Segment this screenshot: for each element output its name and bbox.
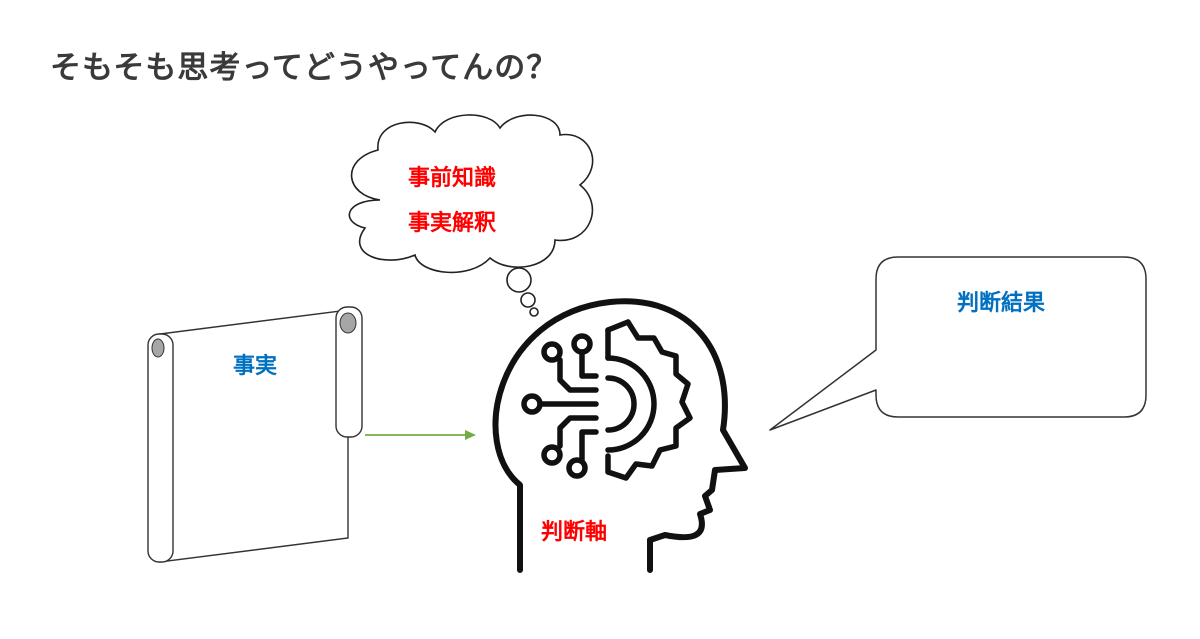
thought-line-prior-knowledge: 事前知識 [408,166,497,191]
fact-label: 事実 [233,354,278,379]
thought-cloud [348,114,594,317]
thought-line-fact-interpretation: 事実解釈 [408,211,497,236]
page-title: そもそも思考ってどうやってんの？ [50,50,559,86]
head-icon [492,298,748,573]
judgment-axis-label: 判断軸 [541,520,608,545]
judgment-result-label: 判断結果 [957,291,1046,316]
circuit-gear-icon [521,319,693,481]
fact-scroll [147,306,363,563]
arrow [365,430,476,440]
speech-bubble [769,256,1147,431]
